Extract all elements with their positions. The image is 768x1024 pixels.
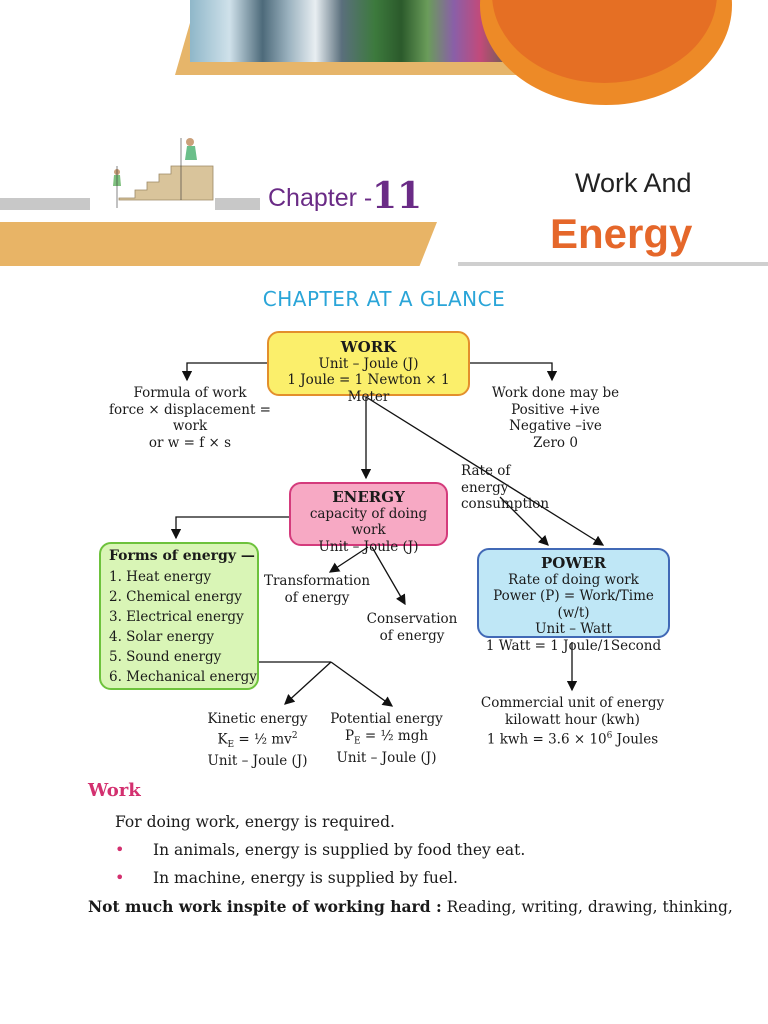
commercial-line1: Commercial unit of energy	[480, 695, 665, 711]
work-done-line1: Work done may be	[491, 385, 620, 401]
commercial-line3: 1 kwh = 3.6 × 106 Joules	[486, 731, 659, 748]
work-joule-def: 1 Joule = 1 Newton × 1 Meter	[287, 372, 450, 405]
forms-of-energy-box: Forms of energy — 1. Heat energy 2. Chem…	[99, 542, 259, 690]
bullet-item-animals: • In animals, energy is supplied by food…	[115, 840, 525, 860]
formula-of-work: Formula of work force × displacement = w…	[95, 385, 285, 451]
grey-divider-mid	[215, 198, 260, 210]
chapter-label: Chapter -	[268, 184, 373, 212]
watt-definition: 1 Watt = 1 Joule/1Second	[485, 637, 662, 654]
power-formula: Power (P) = Work/Time (w/t)	[493, 588, 654, 621]
formula-line3: or w = f × s	[148, 434, 232, 451]
bullet-text: In machine, energy is supplied by fuel.	[153, 869, 458, 887]
forms-title: Forms of energy —	[109, 548, 255, 564]
work-done-types: Work done may be Positive +ive Negative …	[478, 385, 633, 451]
energy-box: ENERGY capacity of doing work Unit – Jou…	[289, 482, 448, 555]
intro-text: For doing work, energy is required.	[115, 813, 395, 831]
section-heading-glance: CHAPTER AT A GLANCE	[262, 287, 506, 311]
grey-divider-right	[458, 262, 768, 266]
work-unit: Unit – Joule (J)	[318, 355, 419, 372]
work-done-line3: Negative –ive	[509, 418, 602, 434]
energy-box-title: ENERGY	[332, 488, 405, 506]
gold-band	[0, 222, 437, 266]
section-title-work: Work	[88, 780, 141, 801]
formula-line1: Formula of work	[133, 385, 247, 401]
bullet-icon: •	[115, 840, 125, 859]
transformation-of-energy: Transformation of energy	[262, 573, 372, 606]
science-banner-image	[190, 0, 520, 62]
rate-line1: Rate of	[461, 463, 511, 479]
kinetic-title: Kinetic energy	[207, 711, 308, 727]
chapter-number: 11	[372, 175, 423, 217]
not-much-work-examples: Reading, writing, drawing, thinking,	[441, 898, 733, 916]
potential-energy: Potential energy PE = ½ mgh Unit – Joule…	[324, 711, 449, 766]
energy-unit: Unit – Joule (J)	[318, 538, 419, 555]
bullet-text: In animals, energy is supplied by food t…	[153, 841, 526, 859]
work-done-line2: Positive +ive	[511, 401, 600, 418]
rate-of-energy-consumption: Rate of energy consumption	[461, 463, 549, 513]
formula-line2: force × displacement = work	[109, 401, 271, 435]
chapter-title-line1: Work And	[575, 168, 692, 198]
rate-line2: energy	[461, 479, 509, 496]
not-much-work-label: Not much work inspite of working hard :	[88, 897, 442, 916]
conservation-of-energy: Conservation of energy	[362, 611, 462, 644]
stairs-illustration	[113, 138, 214, 208]
list-item: 3. Electrical energy	[109, 608, 244, 625]
not-much-work-line: Not much work inspite of working hard : …	[88, 897, 733, 917]
work-done-line4: Zero 0	[533, 434, 578, 451]
rate-line3: consumption	[461, 496, 550, 512]
list-item: 4. Solar energy	[109, 628, 215, 645]
potential-title: Potential energy	[330, 711, 443, 727]
list-item: 5. Sound energy	[109, 648, 222, 665]
grey-divider-left	[0, 198, 90, 210]
list-item: 1. Heat energy	[109, 568, 212, 585]
work-box: WORK Unit – Joule (J) 1 Joule = 1 Newton…	[267, 331, 470, 405]
kinetic-energy: Kinetic energy KE = ½ mv2 Unit – Joule (…	[195, 711, 320, 770]
kinetic-unit: Unit – Joule (J)	[207, 753, 308, 770]
conservation-line1: Conservation	[366, 611, 458, 627]
power-unit: Unit – Watt	[535, 621, 612, 637]
potential-formula: PE = ½ mgh	[344, 727, 429, 747]
power-box: POWER Rate of doing work Power (P) = Wor…	[477, 548, 670, 654]
bullet-icon: •	[115, 868, 125, 887]
list-item: 6. Mechanical energy	[109, 668, 257, 685]
conservation-line2: of energy	[379, 627, 445, 644]
transformation-line1: Transformation	[263, 573, 371, 589]
commercial-line2: kilowatt hour (kwh)	[505, 711, 640, 728]
kinetic-formula: KE = ½ mv2	[217, 730, 298, 750]
commercial-unit-of-energy: Commercial unit of energy kilowatt hour …	[470, 695, 675, 748]
potential-unit: Unit – Joule (J)	[336, 749, 437, 766]
transformation-line2: of energy	[284, 589, 350, 606]
power-definition: Rate of doing work	[508, 571, 639, 588]
chapter-title-line2: Energy	[550, 210, 693, 257]
forms-list: 1. Heat energy 2. Chemical energy 3. Ele…	[109, 567, 257, 687]
list-item: 2. Chemical energy	[109, 588, 242, 605]
energy-definition: capacity of doing work	[309, 505, 428, 539]
work-box-title: WORK	[340, 338, 397, 356]
bullet-item-machine: • In machine, energy is supplied by fuel…	[115, 868, 458, 888]
power-box-title: POWER	[540, 554, 607, 572]
